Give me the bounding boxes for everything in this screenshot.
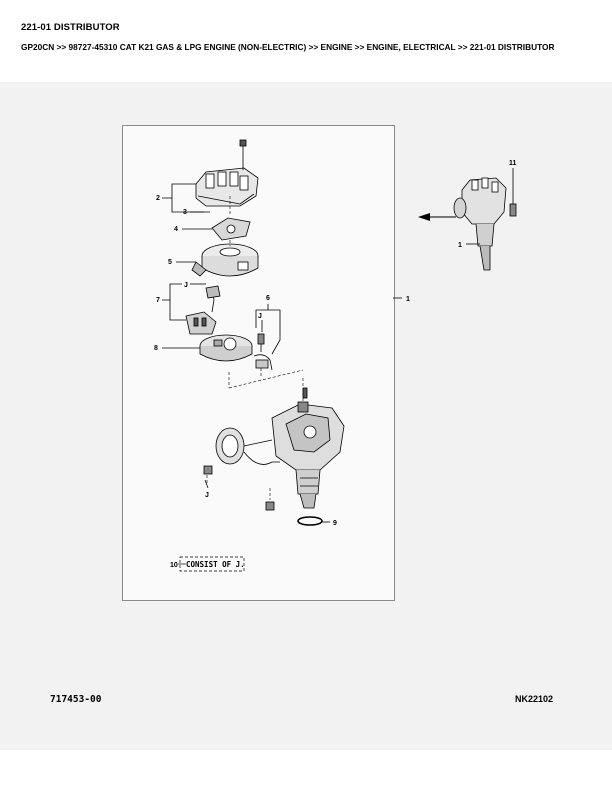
callout-j-bottom: J [205,492,209,499]
callout-j-6: J [258,313,262,320]
callout-3: 3 [183,209,187,216]
callout-1: 1 [406,296,410,303]
callout-10: 10 [170,562,178,569]
bolt-drawing [265,501,275,511]
vacuum-advance-drawing [203,427,280,475]
housing-cover-drawing [191,243,259,277]
callout-9: 9 [333,520,337,527]
callout-5: 5 [168,259,172,266]
callout-j-7: J [184,282,188,289]
callout-2: 2 [156,195,160,202]
wire-harness-drawing [253,333,273,371]
rotor-drawing [211,217,251,241]
breaker-plate-drawing [199,334,253,362]
callout-8: 8 [154,345,158,352]
callout-11: 11 [509,160,517,167]
figure-code-left: 717453-00 [50,694,102,705]
assembled-distributor-inset [453,168,517,271]
distributor-body-drawing [271,387,345,509]
callout-6: 6 [266,295,270,302]
distributor-cap-drawing [195,139,259,207]
callout-7: 7 [156,297,160,304]
breadcrumb: GP20CN >> 98727-45310 CAT K21 GAS & LPG … [21,42,555,52]
note-box [179,556,245,572]
direction-arrow [418,213,456,221]
pickup-coil-drawing [185,285,221,335]
page-header: 221-01 DISTRIBUTOR GP20CN >> 98727-45310… [0,0,612,82]
page-title: 221-01 DISTRIBUTOR [21,22,120,33]
callout-4: 4 [174,226,178,233]
o-ring-drawing [297,516,323,526]
figure-code-right: NK22102 [515,694,554,704]
callout-inset-1: 1 [458,242,462,249]
note-text: CONSIST OF J. [186,560,245,569]
